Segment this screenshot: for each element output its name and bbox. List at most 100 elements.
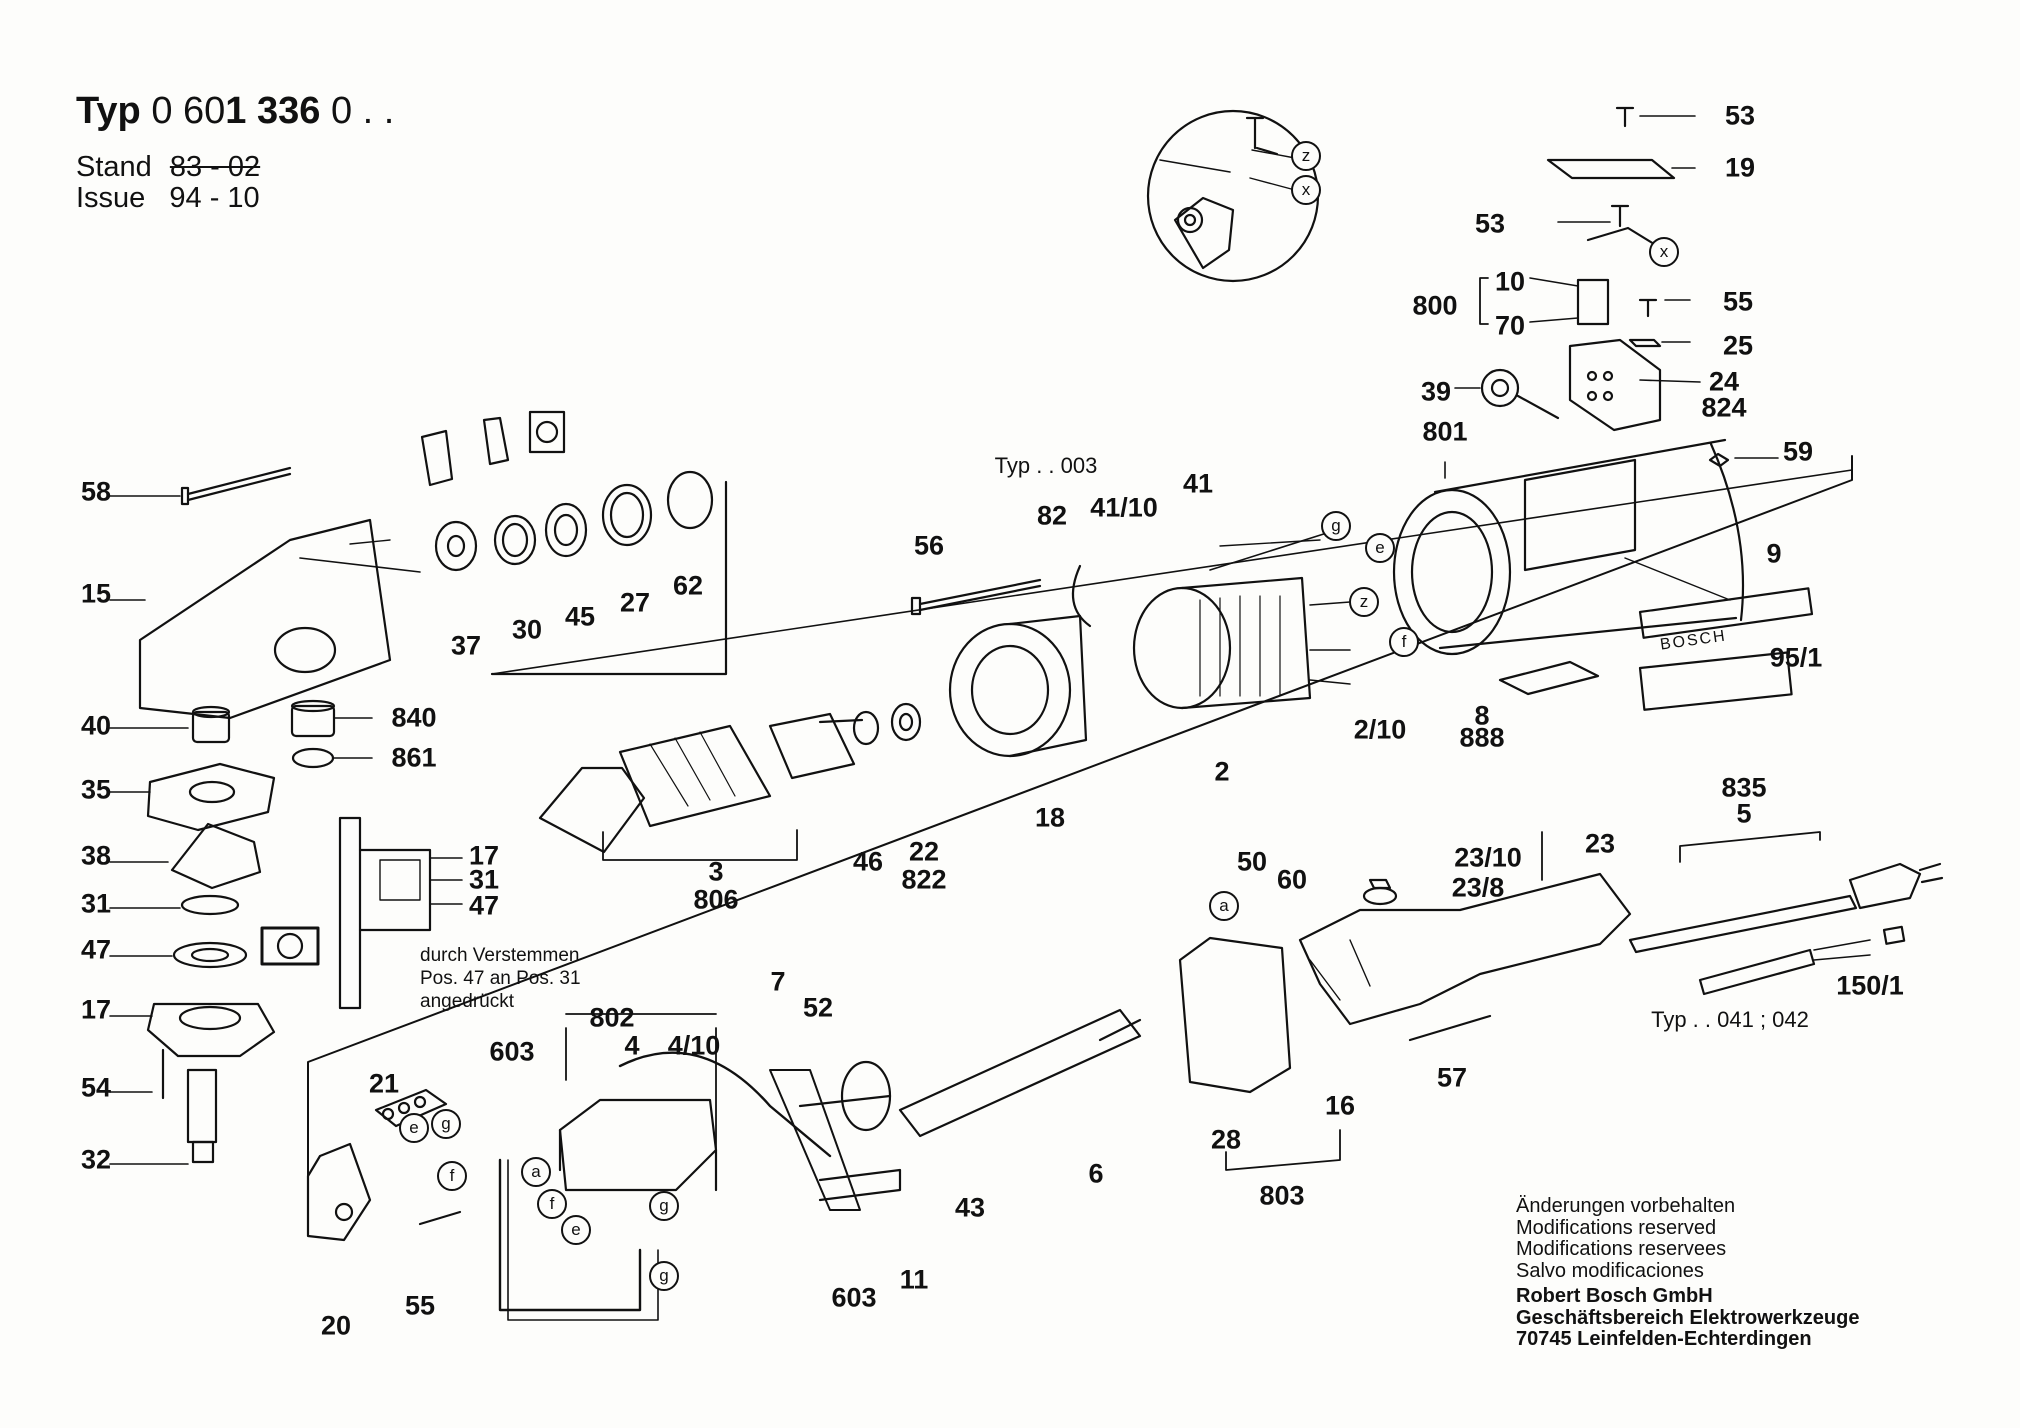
- wire-marker: x: [1291, 175, 1321, 205]
- wire-marker: g: [649, 1191, 679, 1221]
- motor-section-divider: [491, 469, 1853, 675]
- fan-baffle: [948, 614, 1088, 758]
- part-label: 41: [1182, 468, 1214, 499]
- field-winding: [1071, 531, 1351, 710]
- type-part-c: 0 . .: [330, 90, 395, 132]
- part-label: 50: [1236, 846, 1268, 877]
- part-label: 603: [489, 1036, 535, 1067]
- stand-line: Stand 83 - 02: [76, 153, 260, 182]
- wire-marker: f: [537, 1189, 567, 1219]
- cord-guard: [798, 1008, 1142, 1138]
- part-label: 32: [80, 1144, 112, 1175]
- type-variant-label: Typ . . 041 ; 042: [1651, 1007, 1809, 1032]
- part-label: 2: [1214, 756, 1230, 787]
- type-number: Typ 0 601 336 0 . .: [76, 92, 394, 130]
- part-label: 46: [852, 846, 884, 877]
- part-label: 18: [1034, 802, 1066, 833]
- part-label: 47: [468, 890, 500, 921]
- motor-housing: [1392, 438, 1814, 711]
- bearing-46: [852, 710, 880, 746]
- part-label: 22: [908, 836, 940, 867]
- wire-marker: x: [1649, 237, 1679, 267]
- part-label: 17: [468, 840, 500, 871]
- part-label: 4: [624, 1030, 640, 1061]
- part-label: 8: [1474, 700, 1490, 731]
- notice-line: Modifications reserved: [1516, 1216, 1717, 1239]
- wire-marker: e: [399, 1113, 429, 1143]
- part-label: 10: [1494, 266, 1526, 297]
- wire-marker: e: [1365, 533, 1395, 563]
- part-label: 20: [320, 1310, 352, 1341]
- part-label: 806: [693, 884, 739, 915]
- bearing-840: [290, 699, 373, 769]
- part-label: 41/10: [1090, 492, 1158, 523]
- part-label: 28: [1210, 1124, 1242, 1155]
- bracket-800: [1479, 277, 1489, 325]
- wire-marker: g: [1321, 511, 1351, 541]
- part-label: 55: [404, 1290, 436, 1321]
- screw-58: [180, 466, 292, 506]
- wire-marker: g: [649, 1261, 679, 1291]
- part-label: 824: [1701, 392, 1747, 423]
- part-label: 45: [564, 601, 596, 632]
- bearing-stack: [420, 410, 714, 572]
- issue-label: Issue: [76, 182, 146, 214]
- part-label: 19: [1724, 152, 1756, 183]
- part-label: 2/10: [1353, 714, 1407, 745]
- part-label: 37: [450, 630, 482, 661]
- part-label: 56: [913, 530, 945, 561]
- part-label: 43: [954, 1192, 986, 1223]
- part-label: 861: [391, 742, 437, 773]
- stand-label: Stand: [76, 151, 152, 183]
- part-label: 62: [672, 570, 704, 601]
- issue-value: 94 - 10: [169, 182, 260, 214]
- type-part-b: 1 336: [225, 90, 321, 132]
- gear-column: [109, 495, 276, 1165]
- part-label: 40: [80, 710, 112, 741]
- part-label: 53: [1724, 100, 1756, 131]
- sectional-detail: [260, 816, 463, 1010]
- gear-section-frame: [490, 480, 728, 676]
- part-label: 822: [901, 864, 947, 895]
- company-division: Geschäftsbereich Elektrowerkzeuge: [1516, 1306, 1860, 1329]
- part-label: 21: [368, 1068, 400, 1099]
- cable-clamp: [306, 1088, 462, 1242]
- wire-marker: g: [431, 1109, 461, 1139]
- type-part-a: 0 60: [151, 90, 226, 132]
- part-label: 803: [1259, 1180, 1305, 1211]
- wire-marker: f: [1389, 627, 1419, 657]
- modification-notice: Änderungen vorbehalten Modifications res…: [1516, 1195, 1860, 1351]
- part-label: 840: [391, 702, 437, 733]
- part-label: 11: [899, 1264, 929, 1295]
- type-variant-label: Typ . . 003: [994, 453, 1098, 478]
- part-label: 6: [1088, 1158, 1104, 1189]
- issue-line: Issue 94 - 10: [76, 184, 260, 213]
- wire-marker: z: [1349, 587, 1379, 617]
- notice-line: Änderungen vorbehalten: [1516, 1195, 1736, 1217]
- part-label: 95/1: [1769, 642, 1823, 673]
- part-label: 30: [511, 614, 543, 645]
- part-label: 4/10: [667, 1030, 721, 1061]
- part-label: 800: [1412, 290, 1458, 321]
- gear-housing: [138, 518, 421, 720]
- brush-holder-assembly: [1454, 106, 1701, 432]
- part-label: 16: [1324, 1090, 1356, 1121]
- screw-56: [910, 578, 1042, 616]
- part-label: 3: [708, 856, 724, 887]
- part-label: 47: [80, 934, 112, 965]
- company-address: 70745 Leinfelden-Echterdingen: [1516, 1328, 1812, 1350]
- part-label: 603: [831, 1282, 877, 1313]
- part-label: 25: [1722, 330, 1754, 361]
- notice-line: Salvo modificaciones: [1516, 1259, 1704, 1282]
- part-label: 39: [1420, 376, 1452, 407]
- bracket-803: [1225, 1129, 1341, 1171]
- part-label: 54: [80, 1072, 112, 1103]
- part-label: 52: [802, 992, 834, 1023]
- type-prefix: Typ: [76, 90, 141, 132]
- stand-value: 83 - 02: [169, 151, 261, 183]
- part-label: 15: [80, 578, 112, 609]
- part-label: 801: [1422, 416, 1468, 447]
- switch-assembly: [498, 1027, 832, 1321]
- part-label: 57: [1436, 1062, 1468, 1093]
- part-label: 59: [1782, 436, 1814, 467]
